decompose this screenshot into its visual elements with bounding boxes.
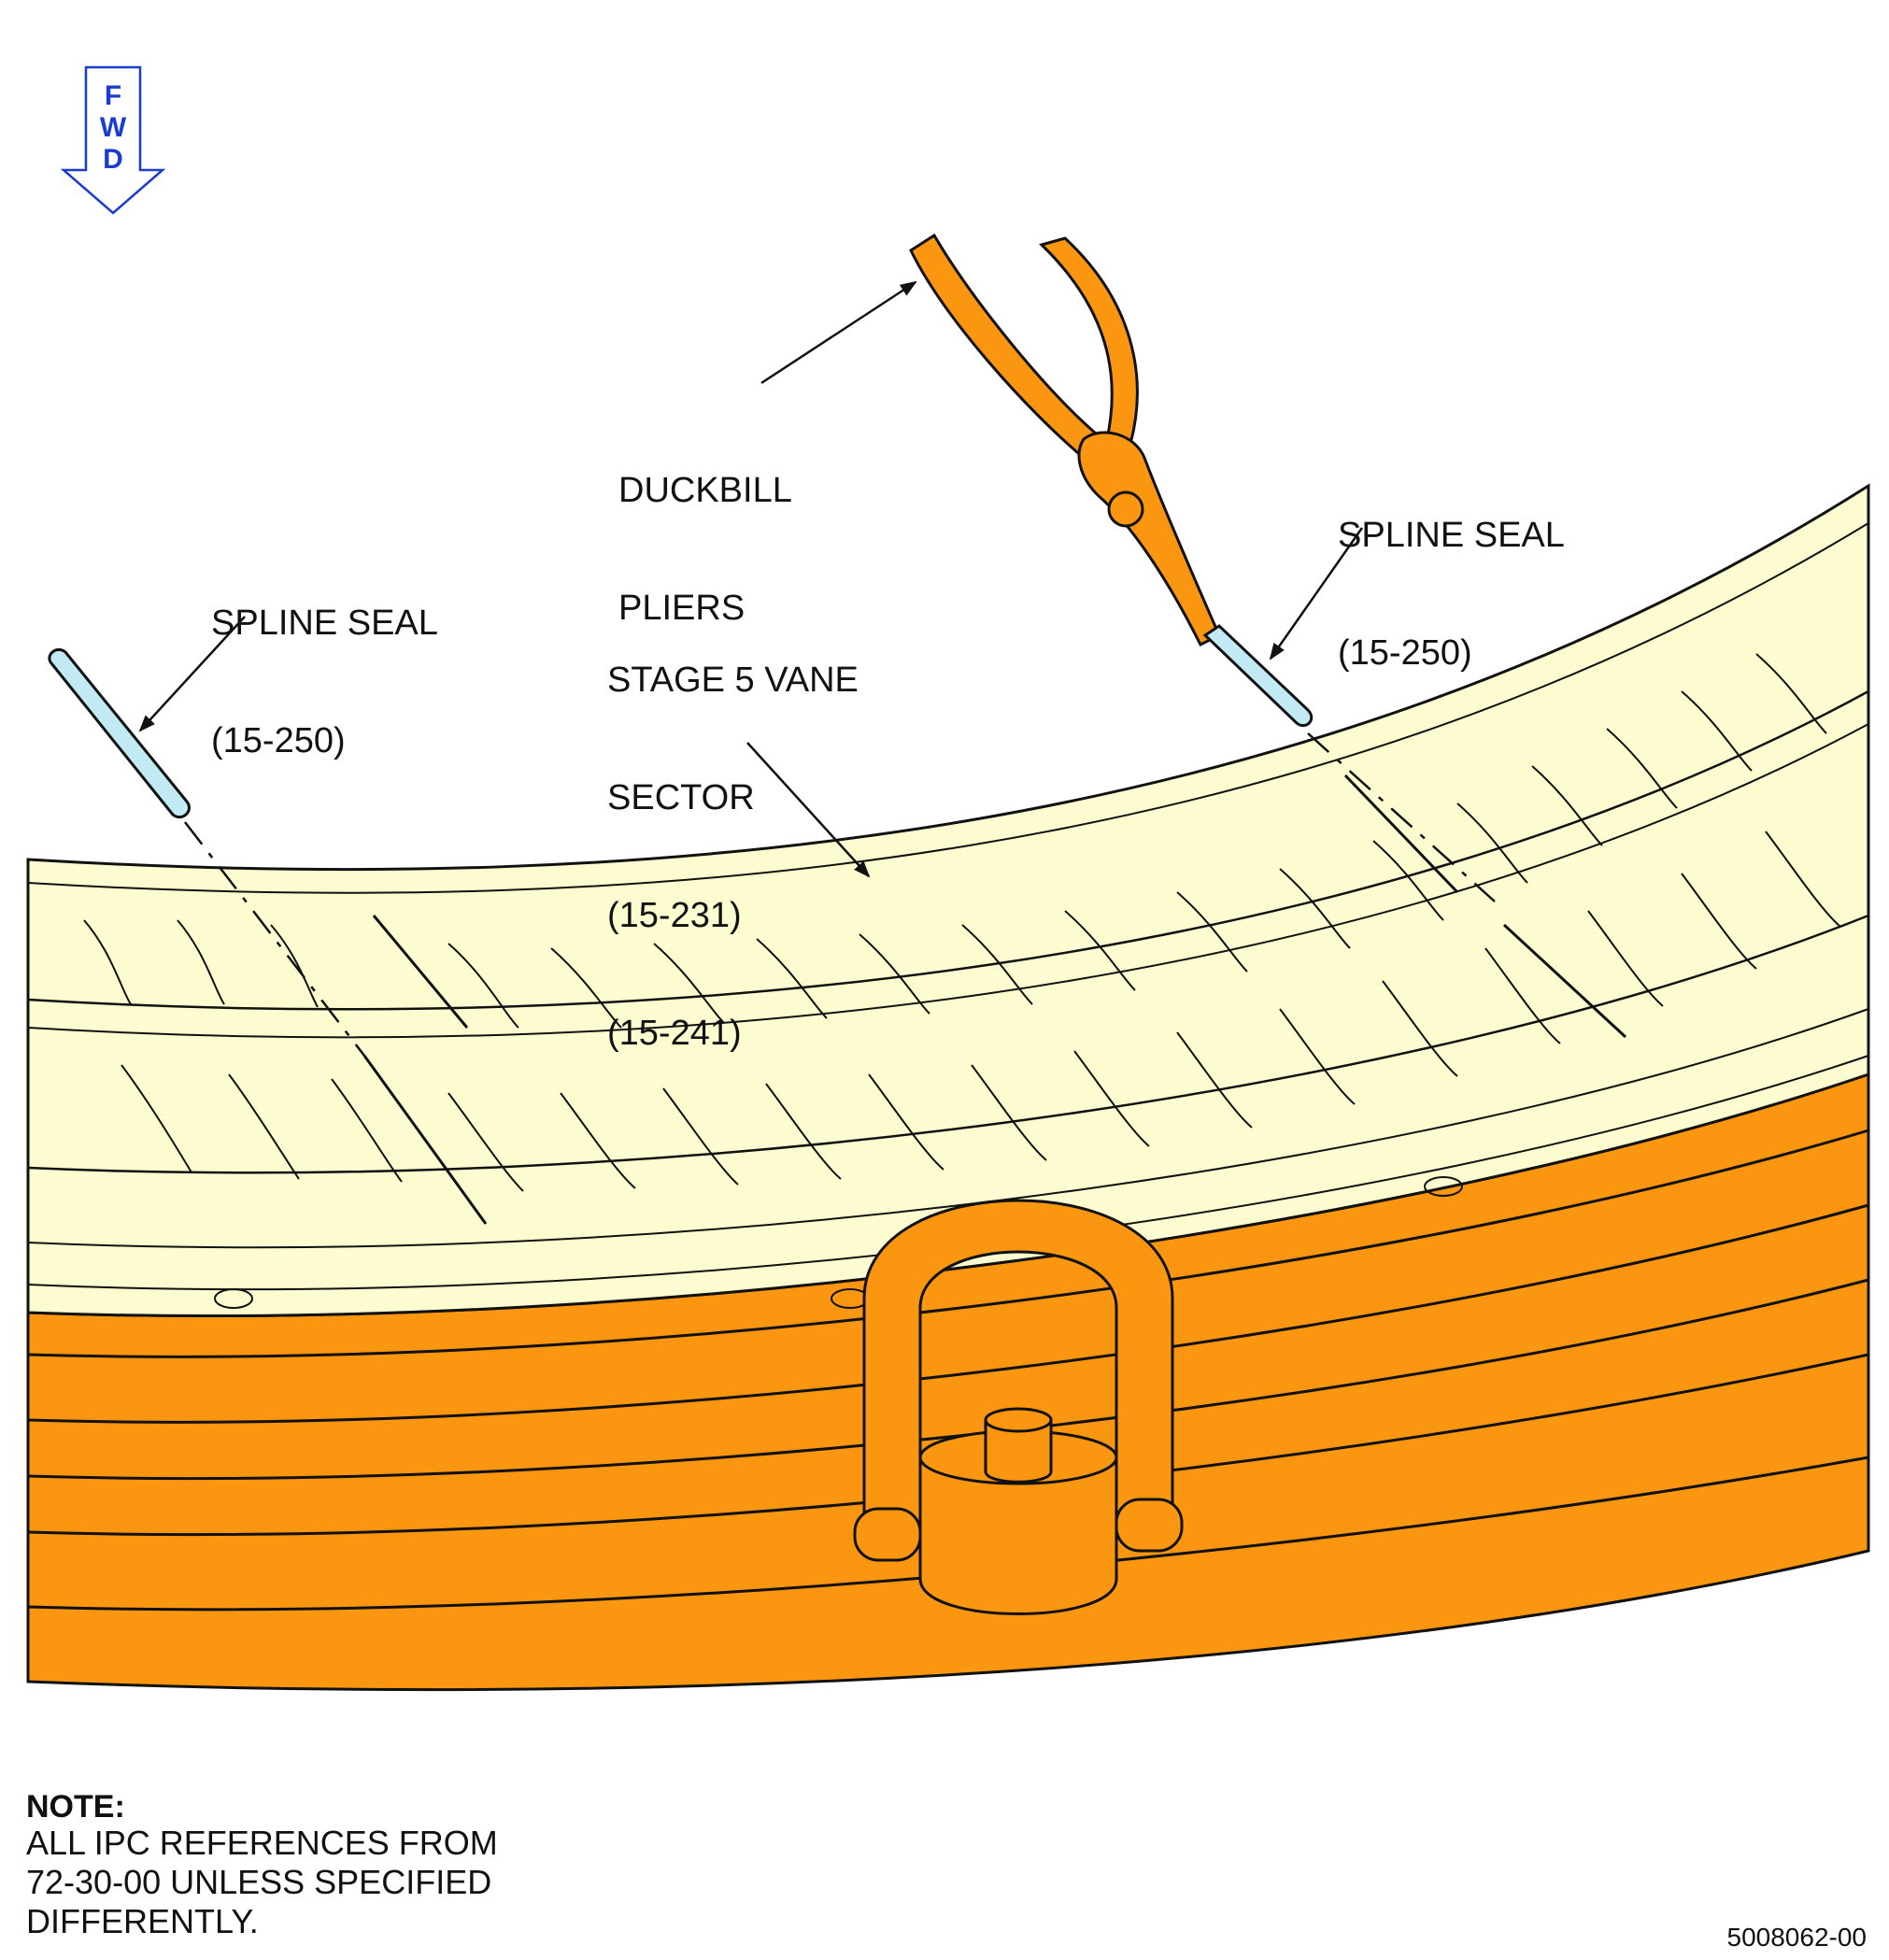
label-line: STAGE 5 VANE: [607, 660, 859, 700]
figure-number: 5008062-00: [1726, 1923, 1867, 1952]
note-line: ALL IPC REFERENCES FROM: [26, 1824, 498, 1862]
label-line: SECTOR: [607, 778, 755, 817]
label-line: SPLINE SEAL: [211, 604, 438, 643]
label-line: SPLINE SEAL: [1338, 516, 1565, 555]
label-line: (15-250): [1338, 633, 1472, 673]
note-line: DIFFERENTLY.: [26, 1902, 259, 1940]
fwd-letter-w: W: [99, 112, 127, 143]
label-line: DUCKBILL: [618, 471, 792, 510]
fwd-letter-d: D: [103, 144, 123, 175]
lifting-shackle: [853, 1199, 1184, 1615]
label-spline-seal-right: SPLINE SEAL (15-250): [1338, 437, 1565, 712]
label-line: (15-241): [607, 1014, 742, 1053]
label-duckbill-pliers: DUCKBILL PLIERS: [618, 392, 792, 667]
label-line: (15-250): [211, 721, 346, 760]
spline-seal-right: [1202, 624, 1496, 902]
note-line: 72-30-00 UNLESS SPECIFIED: [26, 1863, 492, 1901]
duckbill-pliers-icon: [909, 233, 1221, 647]
note-title: NOTE:: [26, 1789, 125, 1825]
fwd-arrow-icon: [60, 65, 166, 215]
fwd-letter-f: F: [104, 80, 122, 111]
label-line: PLIERS: [618, 589, 746, 628]
leader-lines: [138, 280, 1364, 878]
spline-seal-left: [48, 647, 365, 1057]
label-line: (15-231): [607, 896, 742, 935]
label-spline-seal-left: SPLINE SEAL (15-250): [211, 525, 438, 800]
label-vane-sector: STAGE 5 VANE SECTOR (15-231) (15-241): [607, 582, 859, 1092]
